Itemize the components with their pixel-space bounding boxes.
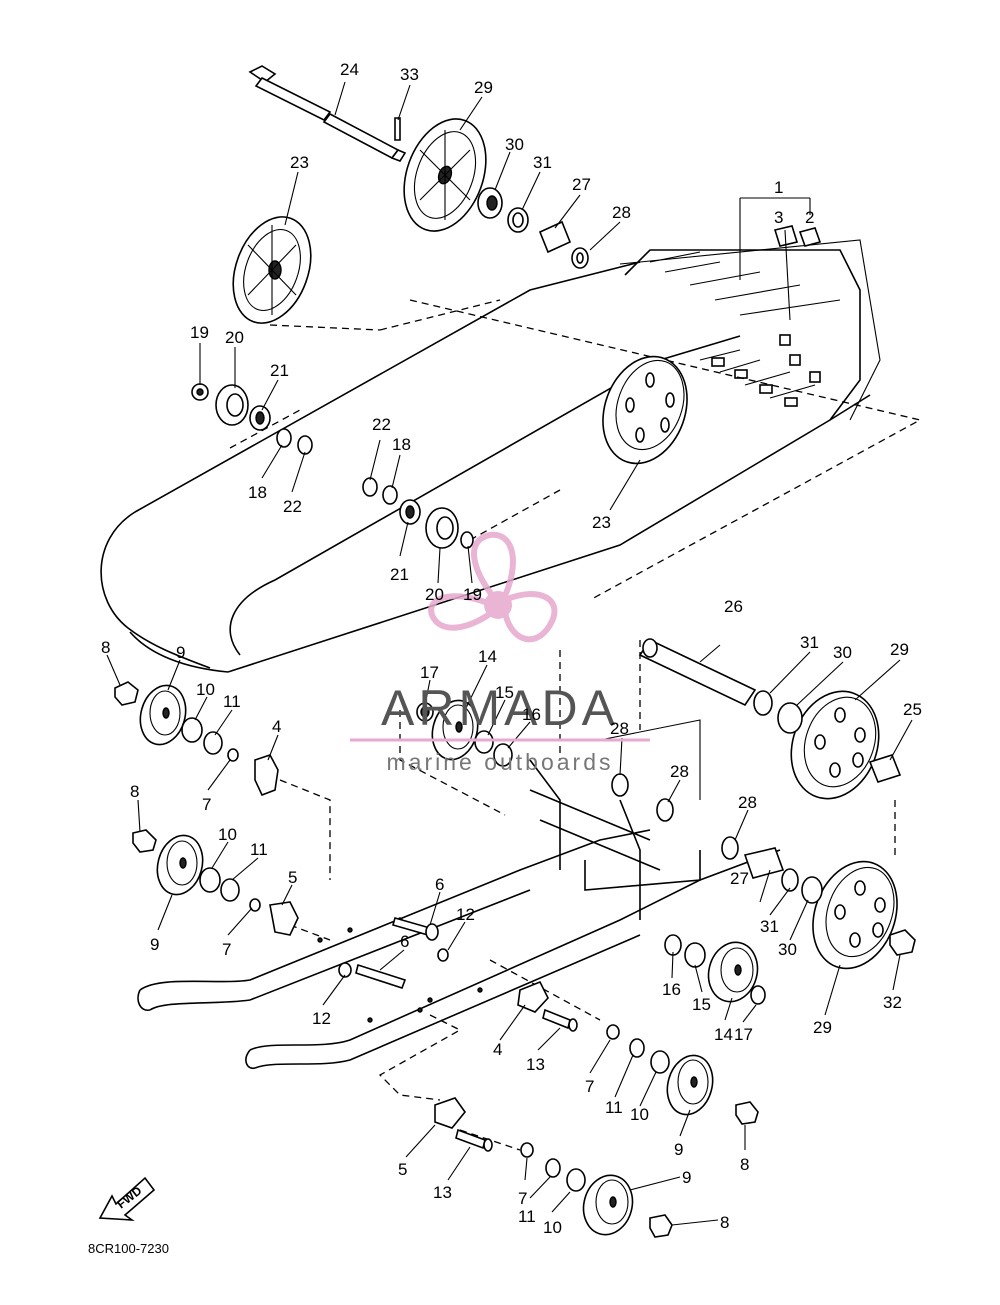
callout-6a: 6 bbox=[435, 875, 444, 894]
slide-rail-frame bbox=[137, 640, 896, 1151]
callout-22: 22 bbox=[372, 415, 391, 434]
callout-11c: 11 bbox=[605, 1098, 623, 1117]
callout-13a: 13 bbox=[526, 1055, 545, 1074]
idler-wheel-14-b bbox=[707, 941, 759, 1003]
cotter-pin-33 bbox=[394, 117, 401, 141]
track-belt bbox=[100, 239, 922, 673]
callout-7a: 7 bbox=[202, 795, 211, 814]
callout-19b: 19 bbox=[463, 585, 482, 604]
callout-5b: 5 bbox=[398, 1160, 407, 1179]
callout-28c: 28 bbox=[670, 762, 689, 781]
watermark-tagline: marine outboards bbox=[387, 749, 614, 775]
callout-31c: 31 bbox=[760, 917, 779, 936]
callout-12a: 12 bbox=[456, 905, 475, 924]
callout-8b: 8 bbox=[130, 782, 139, 801]
track-lugs bbox=[624, 249, 861, 421]
callout-16a: 16 bbox=[522, 705, 541, 724]
callout-22b: 22 bbox=[283, 497, 302, 516]
callout-8d: 8 bbox=[720, 1213, 729, 1232]
callout-16b: 16 bbox=[662, 980, 681, 999]
callout-27: 27 bbox=[572, 175, 591, 194]
callout-25: 25 bbox=[903, 700, 922, 719]
idler-wheel-9-d bbox=[582, 1174, 634, 1236]
callout-4b: 4 bbox=[493, 1040, 502, 1059]
callout-6b: 6 bbox=[400, 932, 409, 951]
callout-9c: 9 bbox=[674, 1140, 683, 1159]
callout-11b: 11 bbox=[250, 840, 268, 859]
callout-24: 24 bbox=[340, 60, 359, 79]
callout-14a: 14 bbox=[478, 647, 497, 666]
callout-30: 30 bbox=[505, 135, 524, 154]
idler-wheel-9-a bbox=[139, 684, 187, 746]
callout-10d: 10 bbox=[543, 1218, 562, 1237]
wheel-23-track bbox=[602, 355, 688, 465]
callout-3: 3 bbox=[774, 208, 783, 227]
callout-21: 21 bbox=[270, 361, 289, 380]
armada-watermark: ARMADA marine outboards bbox=[350, 531, 650, 775]
callout-18b: 18 bbox=[248, 483, 267, 502]
rear-wheel-29-top bbox=[403, 118, 487, 232]
watermark-brand: ARMADA bbox=[381, 680, 619, 736]
callout-2: 2 bbox=[805, 208, 814, 227]
fwd-arrow-icon: FWD bbox=[98, 1176, 156, 1221]
callout-5a: 5 bbox=[288, 868, 297, 887]
callout-23b: 23 bbox=[592, 513, 611, 532]
callout-29: 29 bbox=[474, 78, 493, 97]
rear-axle-24 bbox=[248, 65, 407, 162]
callout-12b: 12 bbox=[312, 1009, 331, 1028]
callout-13b: 13 bbox=[433, 1183, 452, 1202]
callout-10c: 10 bbox=[630, 1105, 649, 1124]
callout-19: 19 bbox=[190, 323, 209, 342]
callout-20: 20 bbox=[225, 328, 244, 347]
callout-31: 31 bbox=[533, 153, 552, 172]
callout-26: 26 bbox=[724, 597, 743, 616]
callout-30c: 30 bbox=[778, 940, 797, 959]
callout-14b: 14 bbox=[714, 1025, 733, 1044]
callout-29c: 29 bbox=[813, 1018, 832, 1037]
callout-7d: 7 bbox=[518, 1189, 527, 1208]
callout-29b: 29 bbox=[890, 640, 909, 659]
callout-1: 1 bbox=[774, 178, 783, 197]
callout-4a: 4 bbox=[272, 717, 281, 736]
callout-10a: 10 bbox=[196, 680, 215, 699]
rear-wheel-29-right bbox=[790, 690, 880, 800]
callout-28b: 28 bbox=[610, 719, 629, 738]
callout-18: 18 bbox=[392, 435, 411, 454]
idler-wheel-14-a bbox=[431, 699, 479, 761]
callout-33: 33 bbox=[400, 65, 419, 84]
callout-7c: 7 bbox=[585, 1077, 594, 1096]
callout-28: 28 bbox=[612, 203, 631, 222]
callout-17b: 17 bbox=[734, 1025, 753, 1044]
callout-20b: 20 bbox=[425, 585, 444, 604]
callout-numbers: 24 33 29 30 31 27 28 23 1 3 2 19 20 21 2… bbox=[101, 60, 922, 1237]
callout-27b: 27 bbox=[730, 869, 749, 888]
callout-15a: 15 bbox=[495, 683, 514, 702]
callout-32: 32 bbox=[883, 993, 902, 1012]
callout-leaders bbox=[106, 81, 913, 1226]
callout-9a: 9 bbox=[176, 643, 185, 662]
propeller-logo bbox=[428, 531, 558, 643]
callout-21b: 21 bbox=[390, 565, 409, 584]
callout-30b: 30 bbox=[833, 643, 852, 662]
callout-11d: 11 bbox=[518, 1207, 536, 1226]
idler-wheel-9-c bbox=[666, 1054, 714, 1116]
drawing-code: 8CR100-7230 bbox=[88, 1241, 169, 1256]
idler-wheel-9-b bbox=[156, 834, 204, 896]
callout-15b: 15 bbox=[692, 995, 711, 1014]
callout-9d: 9 bbox=[682, 1168, 691, 1187]
callout-8c: 8 bbox=[740, 1155, 749, 1174]
callout-8a: 8 bbox=[101, 638, 110, 657]
callout-9b: 9 bbox=[150, 935, 159, 954]
callout-10b: 10 bbox=[218, 825, 237, 844]
bearings-collars bbox=[114, 187, 916, 1238]
callout-23: 23 bbox=[290, 153, 309, 172]
callout-31b: 31 bbox=[800, 633, 819, 652]
callout-28d: 28 bbox=[738, 793, 757, 812]
callout-11a: 11 bbox=[223, 692, 241, 711]
callout-7b: 7 bbox=[222, 940, 231, 959]
callout-17a: 17 bbox=[420, 663, 439, 682]
rear-wheel-29-lower bbox=[812, 860, 898, 970]
wheel-23-top bbox=[232, 216, 312, 324]
